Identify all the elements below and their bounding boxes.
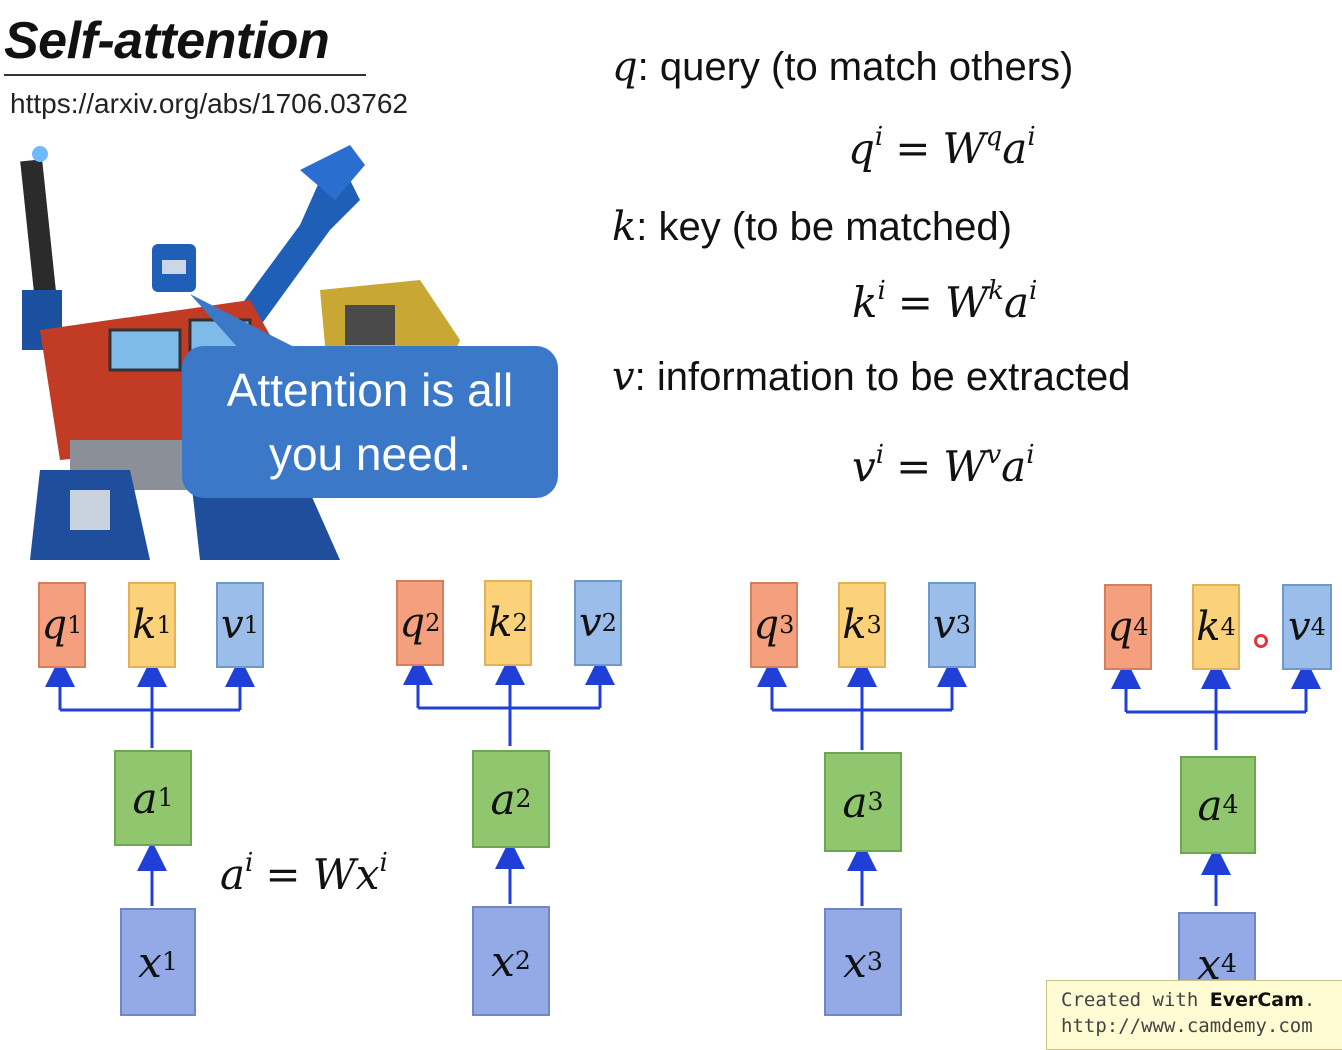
embedding-equation: ai=Wxi [220, 850, 388, 899]
evercam-watermark[interactable]: Created with EverCam. http://www.camdemy… [1046, 980, 1342, 1050]
cursor-dot-icon [1254, 634, 1268, 648]
watermark-url[interactable]: http://www.camdemy.com [1061, 1013, 1341, 1039]
